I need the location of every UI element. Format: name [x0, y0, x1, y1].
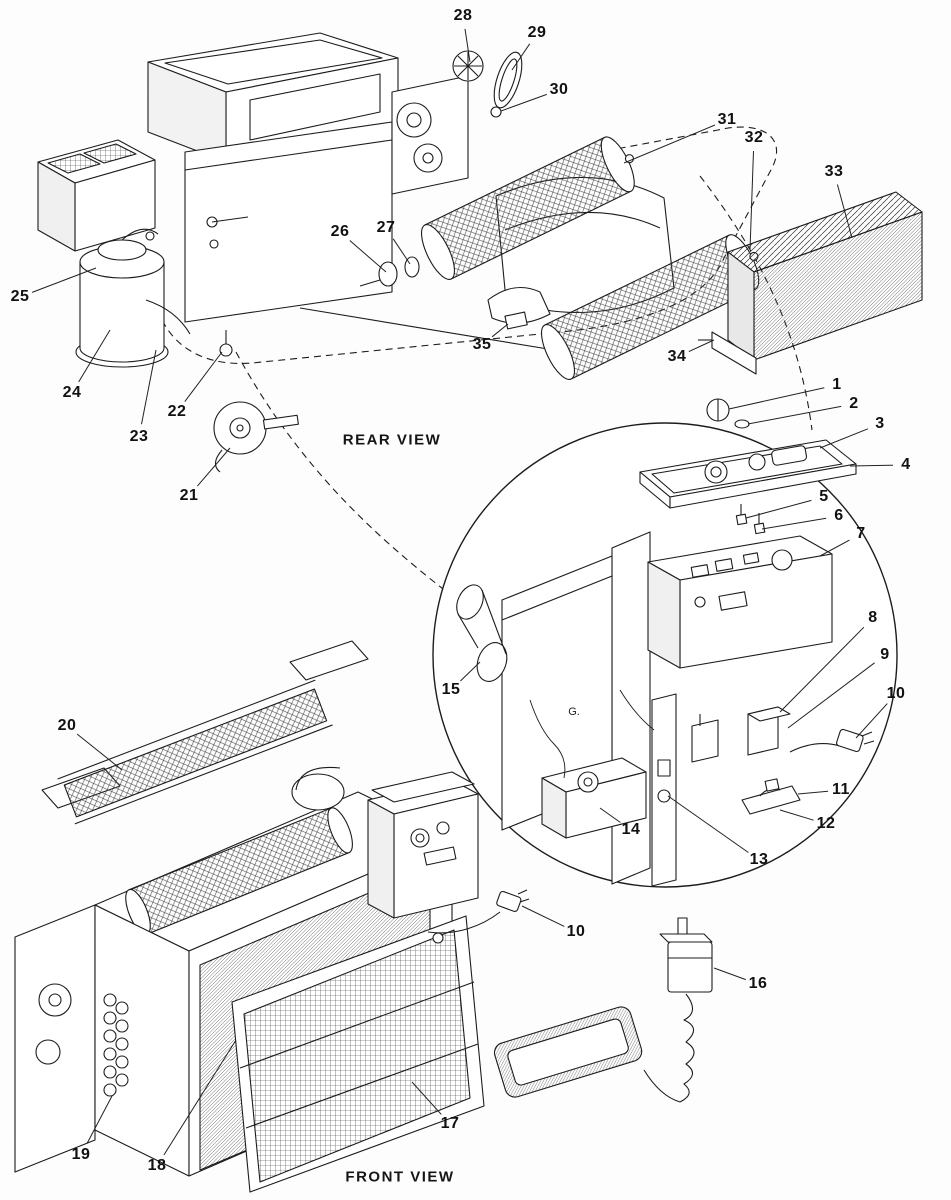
front-power-cord-illustration [427, 889, 530, 944]
support-channel-illustration [651, 693, 677, 887]
scroll-illustration [487, 286, 551, 330]
junction-box-illustration [541, 757, 647, 839]
callout-17: 17 [440, 1115, 460, 1132]
callout-23: 23 [129, 428, 149, 445]
front-control-box-illustration [367, 771, 479, 919]
callout-15: 15 [441, 681, 461, 698]
callout-24: 24 [62, 384, 82, 401]
callout-27: 27 [376, 219, 396, 236]
detail-circle-illustration [432, 398, 898, 888]
cord-bracket-illustration [741, 778, 801, 815]
callout-30: 30 [549, 81, 569, 98]
control-panel-illustration [639, 439, 857, 509]
callout-12: 12 [816, 815, 836, 832]
callout-18: 18 [147, 1157, 167, 1174]
callout-35: 35 [472, 336, 492, 353]
callout-4: 4 [901, 456, 911, 473]
callout-8: 8 [868, 609, 878, 626]
callout-11: 11 [832, 781, 850, 798]
callout-31: 31 [717, 111, 737, 128]
callout-29: 29 [527, 24, 547, 41]
left-cabinet-illustration [37, 139, 156, 252]
callout-5: 5 [819, 488, 829, 505]
callout-22: 22 [167, 403, 187, 420]
callout-13: 13 [749, 851, 769, 868]
callout-25: 25 [10, 288, 30, 305]
callout-3: 3 [875, 415, 885, 432]
tube-sheet-illustration [103, 993, 129, 1097]
callout-6: 6 [834, 507, 844, 524]
callout-20: 20 [57, 717, 77, 734]
callout-16: 16 [748, 975, 768, 992]
relay-illustration [691, 706, 791, 763]
callout-2: 2 [849, 395, 859, 412]
fan-mount-illustration [391, 75, 469, 195]
callout-32: 32 [744, 129, 764, 146]
callout-26: 26 [330, 223, 350, 240]
callout-34: 34 [667, 348, 687, 365]
front-view-illustration [14, 640, 713, 1193]
wiring-illustration [529, 689, 655, 779]
tube-illustration [456, 584, 508, 682]
compressor-illustration [75, 228, 191, 368]
partition-illustration [184, 121, 555, 351]
thermostat-illustration [493, 917, 713, 1103]
callout-19: 19 [71, 1146, 91, 1163]
callout-9: 9 [880, 646, 890, 663]
motor-illustration [213, 401, 299, 473]
rear-view-label: REAR VIEW [342, 431, 442, 449]
callout-1: 1 [832, 376, 842, 393]
callout-10: 10 [566, 923, 586, 940]
callout-14: 14 [621, 821, 641, 838]
knob-illustration [706, 398, 750, 429]
callout-21: 21 [179, 487, 199, 504]
front-grille-illustration [231, 915, 485, 1193]
grommet-illustration [219, 330, 233, 357]
front-view-label: FRONT VIEW [345, 1168, 455, 1186]
callout-7: 7 [856, 525, 866, 542]
diagram-annotation: G. [568, 706, 580, 718]
callout-10: 10 [886, 685, 906, 702]
callout-33: 33 [824, 163, 844, 180]
blower-wheel-a-illustration [420, 136, 635, 280]
callout-28: 28 [453, 7, 473, 24]
condenser-coil-illustration [698, 191, 923, 375]
